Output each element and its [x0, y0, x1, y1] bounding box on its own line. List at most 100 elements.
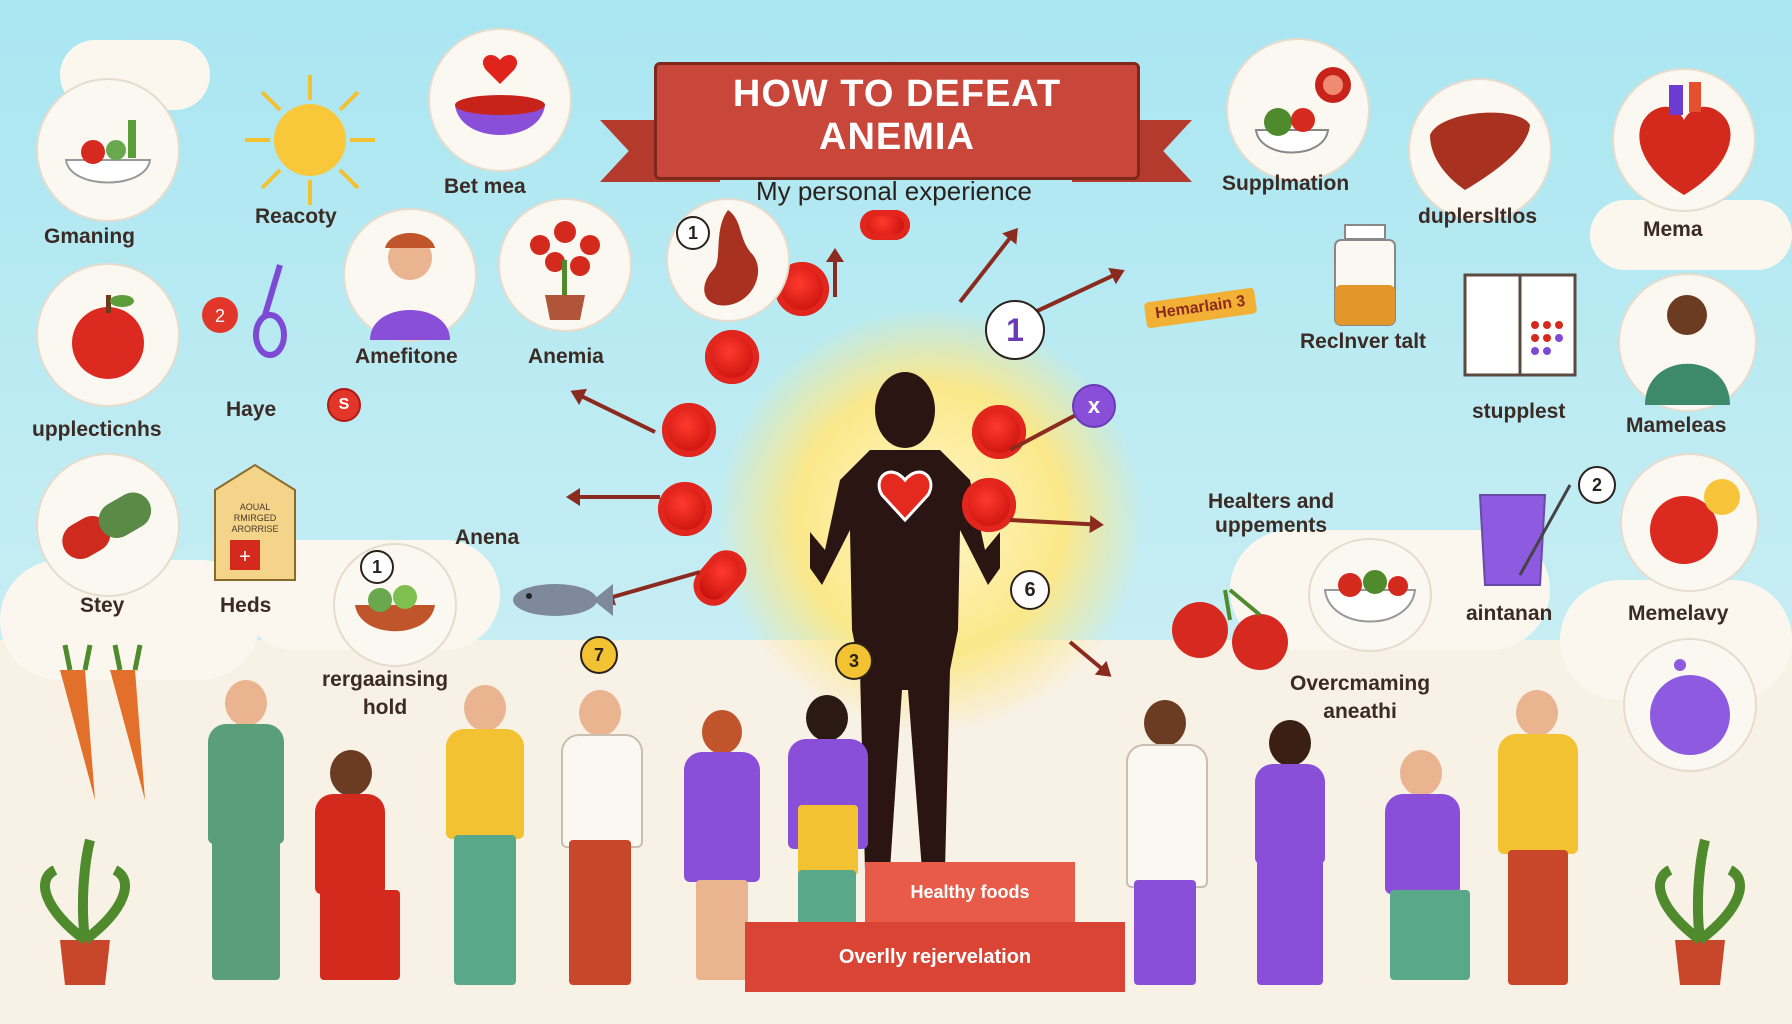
- svg-text:+: +: [239, 546, 251, 568]
- label-regain-line-2: hold: [362, 696, 408, 719]
- tomato-icon: [1172, 588, 1288, 670]
- salad-bowl-icon: [64, 120, 152, 184]
- heart-icon: [482, 55, 518, 84]
- soup-bowl-icon: [455, 55, 545, 135]
- apple-lemon-circle: [1622, 455, 1757, 590]
- cloud: [1590, 200, 1792, 270]
- liver-icon: [1430, 112, 1530, 190]
- carton-text-3: ARORRISE: [231, 524, 278, 534]
- stomach-icon: [704, 210, 759, 306]
- badge-x: x: [1072, 384, 1116, 428]
- label-regain: rergaainsing hold: [322, 666, 448, 722]
- salad-bowl-icon: [1323, 570, 1417, 623]
- label-overcome: Overcmaming aneathi: [1290, 670, 1430, 726]
- tomato-plant-circle: [500, 200, 630, 330]
- salad-circle-right: [1310, 540, 1430, 650]
- red-blood-cell: [860, 210, 910, 240]
- medicine-bottle-icon: [1334, 224, 1396, 326]
- carrot-icon: [60, 644, 145, 800]
- title-banner: HOW TO DEFEAT ANEMIA: [654, 62, 1140, 180]
- potion-flask-icon: [1650, 659, 1730, 755]
- pill-circle: [38, 455, 178, 595]
- arrow: [833, 252, 837, 297]
- doctor-avatar: [370, 233, 450, 340]
- label-haye: Haye: [226, 398, 277, 421]
- potion-circle: [1625, 640, 1755, 770]
- soup-bowl-circle: [430, 30, 570, 170]
- red-blood-cell: [658, 482, 712, 536]
- liver-circle: [1410, 80, 1550, 220]
- red-blood-cell: [705, 330, 759, 384]
- potted-plant-icon: [1655, 838, 1745, 985]
- human-silhouette: [810, 372, 1000, 870]
- subtitle: My personal experience: [755, 176, 1033, 206]
- arrow: [570, 495, 660, 499]
- fish-icon: [513, 584, 613, 616]
- pill-capsule-icon: [62, 492, 152, 559]
- label-reacoty: Reacoty: [255, 205, 337, 228]
- badge-1-mid: 1: [360, 550, 394, 584]
- label-mameleas: Mameleas: [1626, 414, 1727, 437]
- doctor-circle: [345, 210, 475, 340]
- label-supplmation: Supplmation: [1222, 172, 1350, 195]
- carton-text-1: AOUAL: [240, 502, 271, 512]
- label-memelavy: Memelavy: [1628, 602, 1729, 625]
- label-reclnver-talt: Reclnver talt: [1300, 330, 1427, 353]
- potted-plant-icon: [40, 838, 130, 985]
- podium-top-label: Healthy foods: [910, 882, 1030, 902]
- label-stey: Stey: [80, 594, 125, 617]
- badge-1: 1: [676, 216, 710, 250]
- badge-s: S: [327, 388, 361, 422]
- apple-icon: [1650, 479, 1740, 564]
- scissors-icon: 2: [202, 264, 287, 358]
- label-aintanan: aintanan: [1466, 602, 1553, 625]
- tomato-plant-icon: [530, 221, 600, 320]
- salad-bowl-circle: [38, 80, 178, 220]
- label-mema: Mema: [1643, 218, 1703, 241]
- carton-text-2: RMIRGED: [234, 513, 277, 523]
- label-bet-mea: Bet mea: [444, 175, 526, 198]
- label-healters: Healters and uppements: [1208, 490, 1334, 538]
- apple-circle: [38, 265, 178, 405]
- salad-bowl-icon: [355, 585, 435, 632]
- milk-carton-icon: AOUAL RMIRGED ARORRISE +: [214, 463, 296, 581]
- badge-2-right: 2: [1578, 466, 1616, 504]
- label-stupplest: stupplest: [1472, 400, 1566, 423]
- person-man-seated: [1370, 750, 1480, 990]
- title-line-1: HOW TO DEFEAT: [732, 73, 1062, 115]
- book-icon: [1463, 273, 1577, 377]
- person-man-green: [200, 680, 290, 990]
- label-healters-line-2: uppements: [1215, 514, 1328, 537]
- person-circle: [1620, 275, 1755, 410]
- person-woman-red-seated: [300, 750, 410, 990]
- label-duplersltlos: duplersltlos: [1418, 205, 1538, 228]
- podium-bottom: Overlly rejervelation: [745, 922, 1125, 992]
- label-heds: Heds: [220, 594, 272, 617]
- badge-center-1: 1: [985, 300, 1045, 360]
- badge-3: 3: [835, 642, 873, 680]
- red-blood-cell: [962, 478, 1016, 532]
- supplmation-circle: [1228, 40, 1368, 180]
- person-man-yellow: [440, 685, 530, 990]
- apple-icon: [72, 295, 144, 379]
- juice-glass-icon: [1478, 484, 1572, 586]
- heart-icon: [877, 470, 933, 523]
- heart-organ-circle: [1614, 70, 1754, 210]
- svg-text:2: 2: [215, 306, 225, 326]
- label-regain-line-1: rergaainsing: [322, 668, 449, 691]
- sun-icon: [245, 75, 375, 205]
- person-man-yellow-right: [1490, 690, 1585, 990]
- title-line-2: ANEMIA: [819, 116, 975, 158]
- label-overcome-line-2: aneathi: [1323, 700, 1397, 723]
- broccoli-salad-icon: [1254, 67, 1351, 154]
- podium-top: Healthy foods: [865, 862, 1075, 922]
- heart-organ-icon: [1639, 82, 1731, 195]
- label-anemia: Anemia: [528, 345, 604, 368]
- label-upplecticnhs: upplecticnhs: [32, 418, 162, 441]
- red-blood-cell: [662, 403, 716, 457]
- label-anena: Anena: [455, 526, 520, 549]
- person-woman-purple-coat: [680, 710, 765, 990]
- podium-bottom-label: Overlly rejervelation: [838, 946, 1032, 968]
- label-amefitone: Amefitone: [355, 345, 458, 368]
- label-healters-line-1: Healters and: [1208, 490, 1335, 513]
